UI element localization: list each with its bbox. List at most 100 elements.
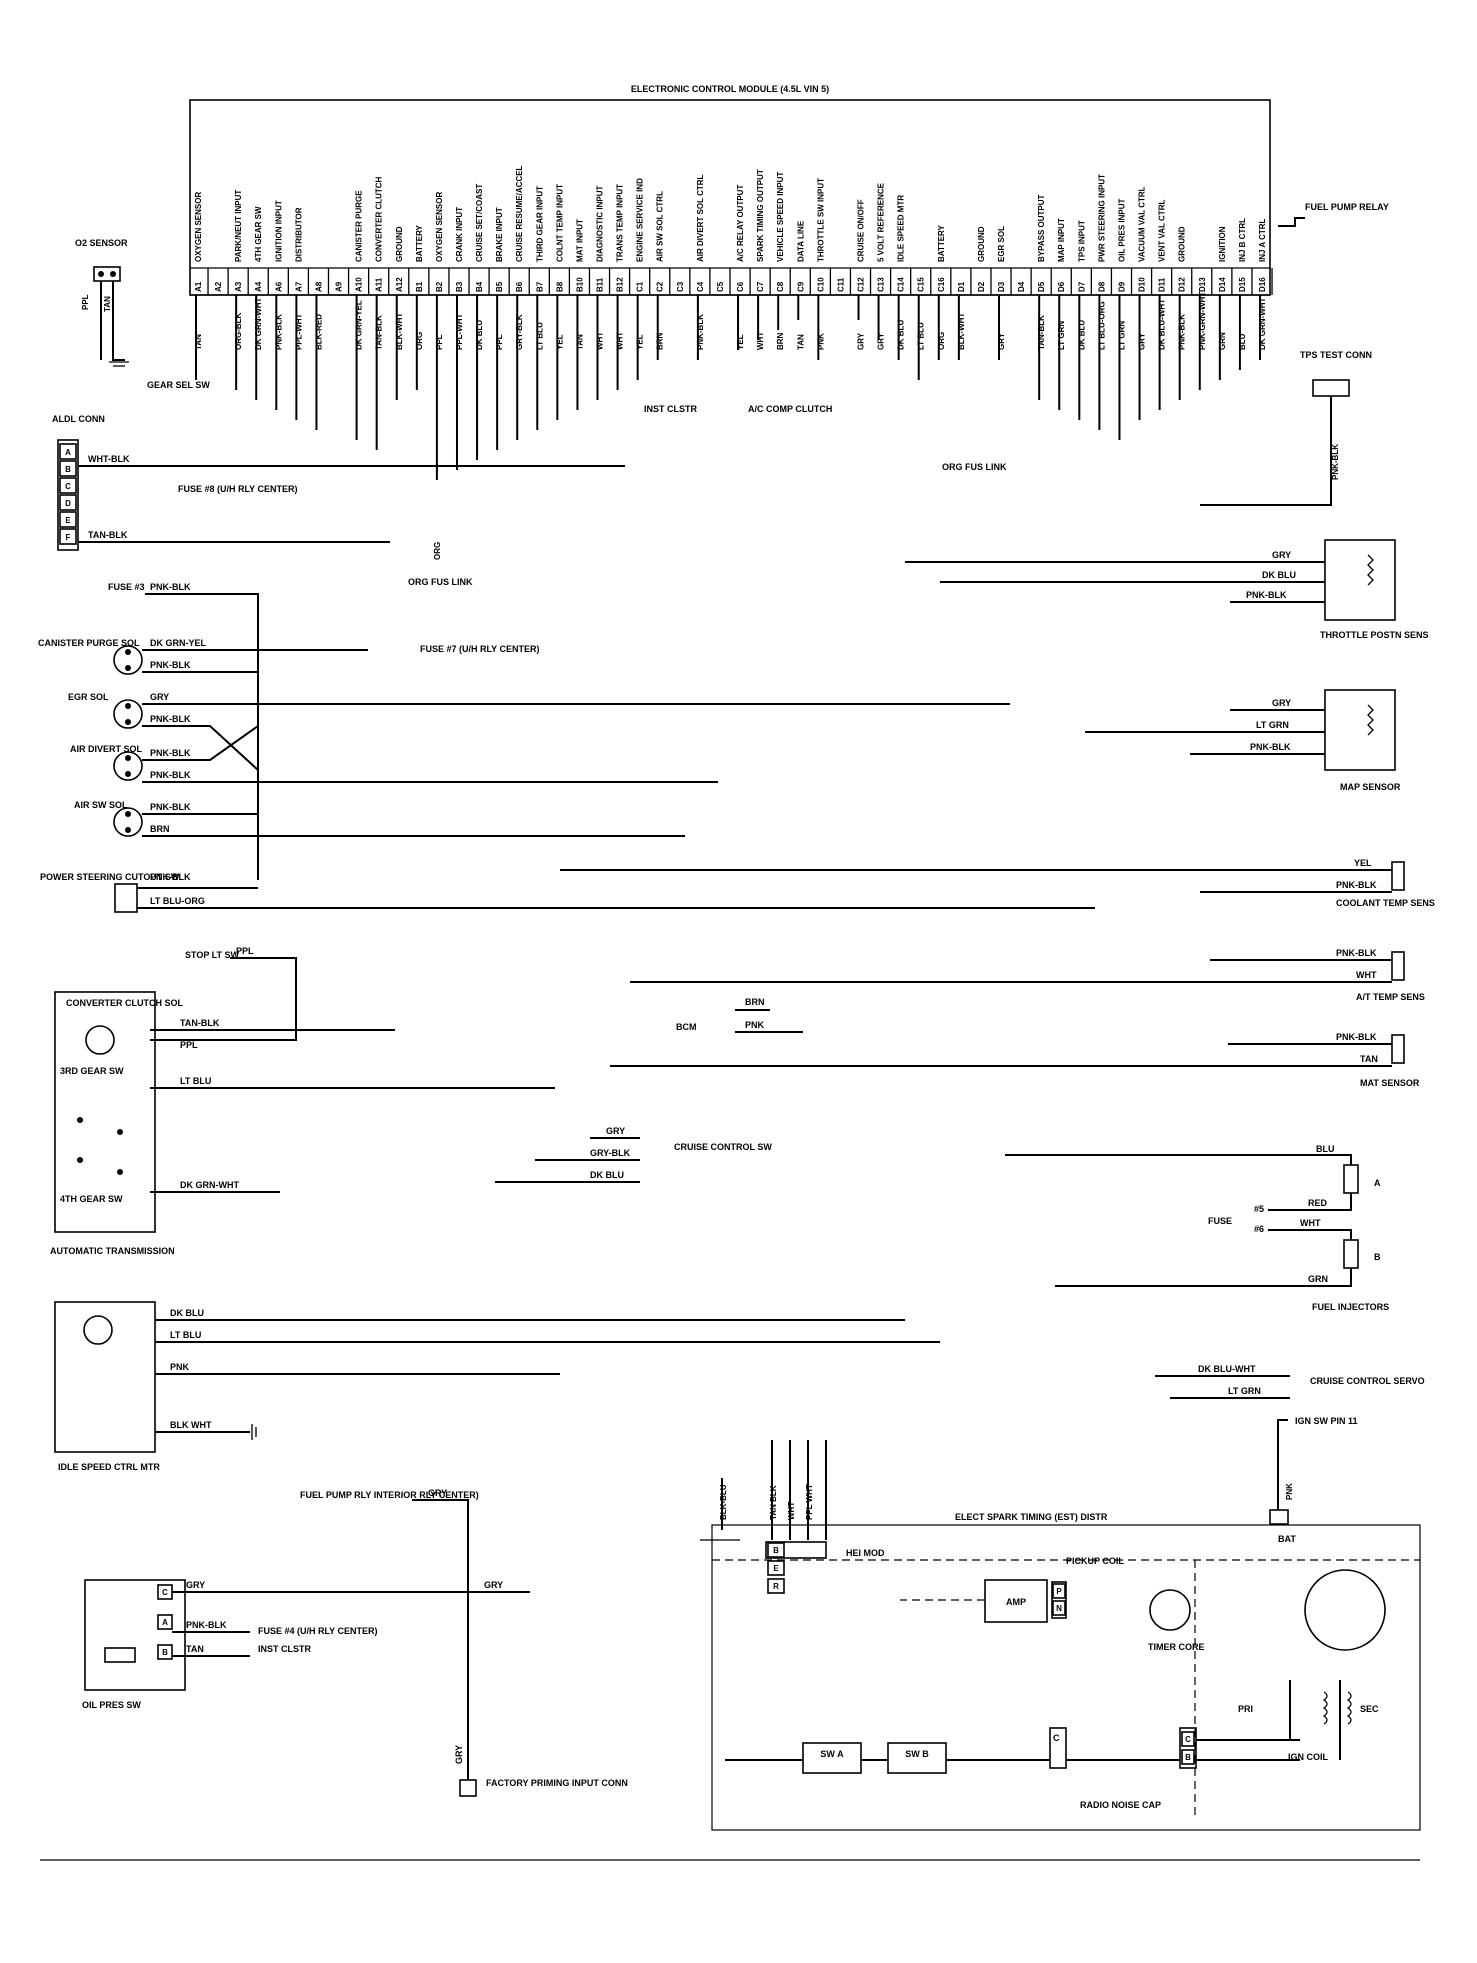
air-sw-sol: AIR SW SOL PNK-BLK BRN — [74, 800, 685, 837]
ecm-pin-id: D12 — [1178, 277, 1187, 292]
connector-pin-letter: N — [1056, 1604, 1062, 1613]
ecm-pin-id: B10 — [575, 277, 584, 292]
ecm-pin-function: CANISTER PURGE — [355, 190, 364, 262]
egr-sol-label: EGR SOL — [68, 692, 109, 702]
ecm-pin-function: PARK/NEUT INPUT — [234, 190, 243, 262]
ecm-module: ELECTRONIC CONTROL MODULE (4.5L VIN 5) O… — [189, 84, 1273, 350]
ecm-pin-wire-color: DK GRN-WHT — [1258, 297, 1267, 350]
power-steering-cutout-sw: POWER STEERING CUTOUT SW PNK-BLK LT BLU-… — [40, 872, 1095, 913]
mat-wire-2: TAN — [1360, 1054, 1378, 1064]
ecm-pin-id: A11 — [375, 277, 384, 292]
at-wire-1: PNK-BLK — [1336, 948, 1377, 958]
connector-pin — [1181, 1749, 1195, 1765]
map-wire-pnkblk: PNK-BLK — [1250, 742, 1291, 752]
coolant-temp-label: COOLANT TEMP SENS — [1336, 898, 1435, 908]
ecm-pin-wire-color: TAN-BLK — [375, 315, 384, 350]
isc-wire-3: PNK — [170, 1362, 190, 1372]
ecm-pin-id: A9 — [335, 281, 344, 292]
ecm-pin-function: BATTERY — [415, 224, 424, 262]
cruise-servo-wire-2: LT GRN — [1228, 1386, 1261, 1396]
ecm-pin-wire-color: TAN — [194, 334, 203, 350]
ecm-pin-function: BYPASS OUTPUT — [1037, 194, 1046, 262]
ecm-pin-id: C3 — [676, 281, 685, 292]
connector-pin — [59, 511, 77, 528]
dist-wire-label: TAN BLK — [769, 1485, 778, 1520]
canister-purge-label: CANISTER PURGE SOL — [38, 638, 140, 648]
ecm-pin-function: 5 VOLT REFERENCE — [877, 182, 886, 262]
ecm-pin-function: A/C RELAY OUTPUT — [736, 185, 745, 262]
ecm-pin-function: MAT INPUT — [575, 219, 584, 262]
ecm-pin-function: OXYGEN SENSOR — [194, 192, 203, 262]
ecm-pin-wire-color: BRN — [776, 332, 785, 350]
ecm-pin-function: THROTTLE SW INPUT — [816, 178, 825, 262]
factory-priming-label: FACTORY PRIMING INPUT CONN — [486, 1778, 628, 1788]
ecm-pin-wire-color: GRY — [1138, 332, 1147, 350]
timer-core-label: TIMER CORE — [1148, 1642, 1205, 1652]
coolant-wire-1: YEL — [1354, 858, 1372, 868]
ecm-pin-wire-color: BRN — [656, 332, 665, 350]
ecm-pin-function: GROUND — [1178, 226, 1187, 262]
ecm-pin-function: DISTRIBUTOR — [294, 207, 303, 262]
ecm-pin-function: TRANS TEMP INPUT — [616, 184, 625, 262]
pickup-coil-label: PICKUP COIL — [1066, 1556, 1124, 1566]
connector-pin — [157, 1644, 173, 1660]
inj-wire-wht: WHT — [1300, 1218, 1321, 1228]
ecm-pin-id: D7 — [1077, 281, 1086, 292]
ecm-pin-function: VACUUM VAL CTRL — [1138, 186, 1147, 262]
connector-pin — [767, 1542, 785, 1558]
tps-wire-pnkblk: PNK-BLK — [1246, 590, 1287, 600]
ecm-pin-function: IGNITION INPUT — [274, 200, 283, 262]
automatic-transmission-label: AUTOMATIC TRANSMISSION — [50, 1246, 175, 1256]
fuel-injectors: BLU RED WHT GRN A B FUSE #5 #6 FUEL INJE… — [1005, 1144, 1389, 1312]
connector-pin — [1181, 1731, 1195, 1747]
mat-sensor: PNK-BLK TAN MAT SENSOR — [610, 1032, 1420, 1088]
oil-wire-tan: TAN — [186, 1644, 204, 1654]
factory-wire: GRY — [454, 1745, 464, 1764]
ecm-pin-function: AIR DIVERT SOL CTRL — [696, 174, 705, 262]
connector-pin-letter: C — [65, 482, 71, 491]
ecm-pin-id: D1 — [957, 281, 966, 292]
connector-pin-letter: R — [773, 1582, 779, 1591]
connector-pin — [59, 477, 77, 494]
connector-pin — [59, 494, 77, 511]
o2-wire-tan: TAN — [103, 296, 112, 312]
ecm-pin-function: BATTERY — [937, 224, 946, 262]
ecm-pin-wire-color: LT GRN — [1057, 321, 1066, 350]
ecm-pin-id: D2 — [977, 281, 986, 292]
ecm-pin-id: C13 — [877, 277, 886, 292]
aldl-wire-2: TAN-BLK — [88, 530, 128, 540]
ecm-pin-wire-color: LT BLU-ORG — [1097, 301, 1106, 350]
ecm-pin-id: D13 — [1198, 277, 1207, 292]
connector-pin — [1052, 1600, 1066, 1616]
mat-wire-1: PNK-BLK — [1336, 1032, 1377, 1042]
ecm-pin-function: VEHICLE SPEED INPUT — [776, 172, 785, 262]
ecm-pin-id: B7 — [535, 281, 544, 292]
connector-pin-letter: A — [162, 1618, 168, 1627]
canister-purge-sol: CANISTER PURGE SOL DK GRN-YEL PNK-BLK — [38, 638, 368, 675]
ecm-pin-id: D14 — [1218, 277, 1227, 292]
ecm-pin-id: D5 — [1037, 281, 1046, 292]
ps-cutout-label: POWER STEERING CUTOUT SW — [40, 872, 180, 882]
pri-label: PRI — [1238, 1704, 1253, 1714]
air-divert-wire-1: PNK-BLK — [150, 748, 191, 758]
isc-wire-4: BLK WHT — [170, 1420, 212, 1430]
at-temp-label: A/T TEMP SENS — [1356, 992, 1425, 1002]
cruise-control-sw-label: CRUISE CONTROL SW — [674, 1142, 772, 1152]
inj-wire-red: RED — [1308, 1198, 1328, 1208]
connector-pin-letter: A — [65, 448, 71, 457]
ecm-pin-wire-color: DK BLU — [475, 320, 484, 350]
at-wire-2: WHT — [1356, 970, 1377, 980]
est-distr-label: ELECT SPARK TIMING (EST) DISTR — [955, 1512, 1108, 1522]
tps-wire-gry: GRY — [1272, 550, 1291, 560]
ecm-pin-id: C15 — [917, 277, 926, 292]
ecm-pin-wire-color: BLU — [1238, 333, 1247, 350]
ecm-pin-id: D16 — [1258, 277, 1267, 292]
ecm-pin-id: B2 — [435, 281, 444, 292]
ecm-pin-id: D11 — [1158, 277, 1167, 292]
ecm-pin-function: CRUISE ON/OFF — [856, 199, 865, 262]
ecm-pin-wire-color: YEL — [555, 334, 564, 350]
map-sensor-label: MAP SENSOR — [1340, 782, 1401, 792]
